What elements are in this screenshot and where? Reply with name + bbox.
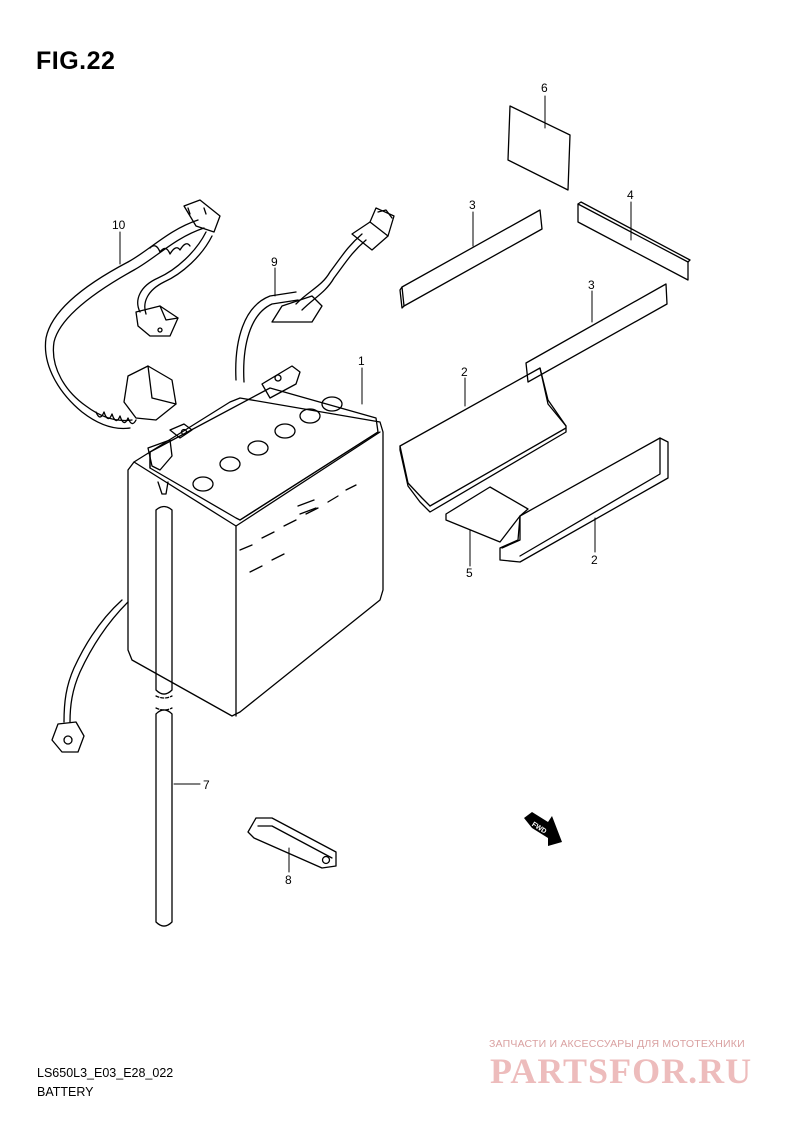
part-3-lower-pad (525, 283, 668, 383)
part-9-band (235, 233, 367, 383)
part-1-battery (127, 365, 384, 717)
callout-3-upper: 3 (469, 198, 476, 212)
callout-5: 5 (466, 566, 473, 580)
leader-lines (119, 95, 632, 873)
callout-3-lower: 3 (588, 278, 595, 292)
callout-1: 1 (358, 354, 365, 368)
wire-coupler-upper (351, 207, 395, 251)
callout-6: 6 (541, 81, 548, 95)
diagram-code: LS650L3_E03_E28_022 (37, 1066, 174, 1080)
watermark-logo: PARTSFOR.RU (490, 1051, 753, 1091)
figure-title: FIG.22 (36, 47, 116, 75)
callout-2-lower: 2 (591, 553, 598, 567)
part-6-label-sheet (507, 105, 571, 191)
diagram-name: BATTERY (37, 1085, 94, 1099)
part-4-pad (577, 201, 691, 281)
callout-9: 9 (271, 255, 278, 269)
callout-7: 7 (203, 778, 210, 792)
callout-8: 8 (285, 873, 292, 887)
part-8-bracket (247, 817, 337, 869)
callout-4: 4 (627, 188, 634, 202)
callout-10: 10 (112, 218, 126, 232)
part-3-upper-pad (399, 209, 543, 309)
part-2-upper-tray (399, 367, 567, 513)
callout-labels: 6 4 3 3 2 2 5 1 7 8 9 10 (112, 81, 634, 887)
fwd-arrow-icon: FWD (524, 812, 562, 846)
callout-2-upper: 2 (461, 365, 468, 379)
watermark-tagline: ЗАПЧАСТИ И АКСЕССУАРЫ ДЛЯ МОТОТЕХНИКИ (489, 1038, 745, 1050)
part-7-vent-hose (155, 505, 173, 927)
part-10-battery-cable (44, 199, 221, 753)
part-2-lower-tray (499, 437, 669, 563)
